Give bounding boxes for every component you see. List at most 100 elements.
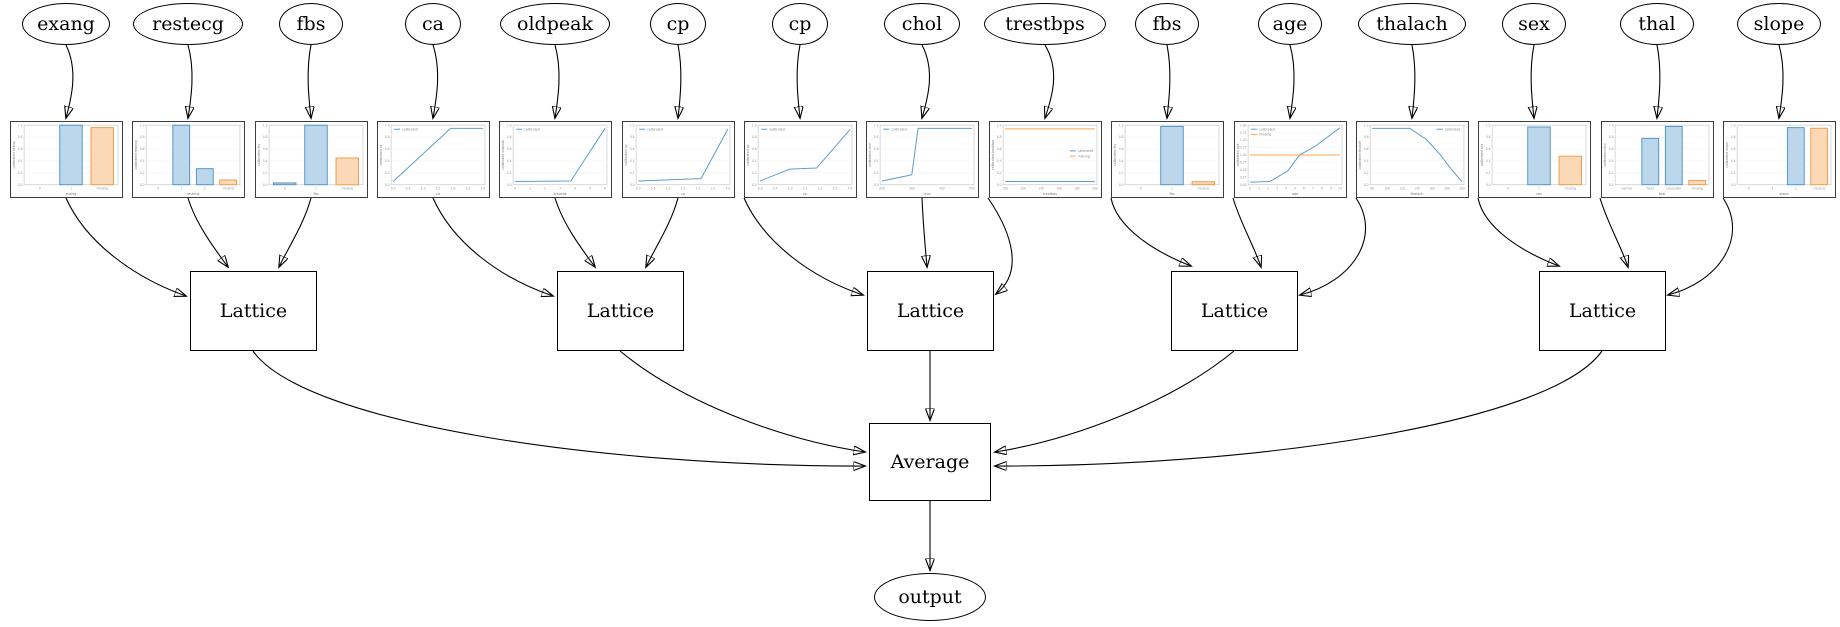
- svg-text:0.0: 0.0: [757, 186, 762, 190]
- svg-text:0.4: 0.4: [873, 159, 878, 163]
- edge-chart-6-to-lattice: [646, 197, 679, 267]
- bar-missing: [1558, 155, 1582, 186]
- lattice-label: Lattice: [1200, 300, 1269, 322]
- svg-text:2: 2: [1794, 186, 1796, 190]
- svg-text:0: 0: [1506, 186, 1508, 190]
- svg-text:1.25: 1.25: [1239, 146, 1246, 150]
- plot-area: [1002, 124, 1097, 186]
- svg-text:0.0: 0.0: [629, 183, 634, 187]
- edge-chart-5-to-lattice: [554, 197, 595, 267]
- edge-lattice-5-to-average: [995, 350, 1603, 466]
- svg-text:calibrated cp: calibrated cp: [624, 144, 628, 165]
- mini-chart-age: 2.001.751.501.251.000.750.500.250.00cali…: [1236, 123, 1342, 196]
- svg-text:0.0: 0.0: [390, 186, 395, 190]
- svg-text:0.8: 0.8: [384, 135, 389, 139]
- svg-text:1.5: 1.5: [802, 186, 807, 190]
- feature-label: restecg: [152, 13, 224, 35]
- feature-label: cp: [666, 13, 690, 35]
- plot-area: [757, 124, 852, 186]
- svg-text:2.0: 2.0: [695, 186, 700, 190]
- svg-text:0.8: 0.8: [139, 135, 144, 139]
- svg-text:0.25: 0.25: [1239, 175, 1246, 179]
- svg-text:10: 10: [1338, 186, 1342, 190]
- svg-text:missing: missing: [222, 186, 234, 190]
- svg-text:0.2: 0.2: [996, 171, 1001, 175]
- svg-text:0.6: 0.6: [1363, 147, 1368, 151]
- plot-area: [635, 124, 730, 186]
- svg-text:0: 0: [38, 186, 40, 190]
- svg-text:calibrated restecg: calibrated restecg: [134, 140, 138, 169]
- lattice-label: Lattice: [896, 300, 965, 322]
- output-node: output: [874, 573, 986, 621]
- svg-text:calibrated: calibrated: [524, 127, 540, 131]
- svg-text:fbs: fbs: [313, 192, 318, 196]
- svg-text:ca: ca: [436, 192, 440, 196]
- svg-text:0.8: 0.8: [629, 135, 634, 139]
- svg-text:0.4: 0.4: [1485, 159, 1490, 163]
- svg-text:0.0: 0.0: [1485, 183, 1490, 187]
- feature-node-sex: sex: [1502, 3, 1566, 45]
- svg-text:6: 6: [1303, 186, 1305, 190]
- edge-chart-3-to-lattice: [279, 197, 312, 267]
- feature-label: chol: [901, 13, 943, 35]
- feature-node-cp: cp: [772, 3, 828, 45]
- svg-text:0.4: 0.4: [629, 159, 634, 163]
- feature-node-fbs: fbs: [1135, 3, 1199, 45]
- svg-text:1.50: 1.50: [1239, 138, 1246, 142]
- svg-text:calibrated: calibrated: [891, 127, 907, 131]
- edge-chart-8-to-lattice: [922, 197, 927, 267]
- svg-text:5: 5: [589, 186, 591, 190]
- series-calibrated: [392, 127, 483, 182]
- edge-sex-to-chart: [1531, 44, 1534, 118]
- lattice-node-4: Lattice: [1171, 271, 1298, 351]
- series-calibrated: [637, 128, 728, 182]
- svg-text:missing: missing: [1564, 186, 1576, 190]
- plot-area: [512, 124, 607, 186]
- lattice-label: Lattice: [1568, 300, 1637, 322]
- svg-text:0.0: 0.0: [751, 183, 756, 187]
- svg-text:1.0: 1.0: [1485, 123, 1490, 127]
- svg-text:0.4: 0.4: [384, 159, 389, 163]
- svg-text:3: 3: [559, 186, 561, 190]
- edge-restecg-to-chart: [188, 44, 192, 118]
- svg-text:1: 1: [1538, 186, 1540, 190]
- svg-text:160: 160: [1429, 186, 1435, 190]
- svg-text:180: 180: [1074, 186, 1080, 190]
- svg-text:0.6: 0.6: [629, 147, 634, 151]
- feature-node-trestbps: trestbps: [984, 3, 1106, 45]
- svg-text:4: 4: [1285, 186, 1287, 190]
- svg-text:0.8: 0.8: [17, 135, 22, 139]
- svg-text:1.0: 1.0: [996, 123, 1001, 127]
- svg-text:0.8: 0.8: [1730, 135, 1735, 139]
- svg-text:0.2: 0.2: [262, 171, 267, 175]
- svg-text:missing: missing: [1813, 186, 1825, 190]
- svg-text:0.0: 0.0: [1363, 183, 1368, 187]
- svg-text:0.75: 0.75: [1239, 161, 1246, 165]
- bar-2: [195, 168, 214, 186]
- svg-text:0.2: 0.2: [1608, 171, 1613, 175]
- average-node: Average: [869, 423, 991, 501]
- svg-text:8: 8: [1321, 186, 1323, 190]
- svg-text:140: 140: [1038, 186, 1044, 190]
- feature-label: oldpeak: [517, 13, 593, 35]
- bar-2: [1786, 127, 1805, 186]
- svg-text:1.0: 1.0: [751, 123, 756, 127]
- svg-text:1.0: 1.0: [262, 123, 267, 127]
- svg-text:calibrated: calibrated: [1444, 127, 1460, 131]
- svg-text:5: 5: [1294, 186, 1296, 190]
- svg-text:0: 0: [156, 186, 158, 190]
- svg-text:0.50: 0.50: [1239, 168, 1246, 172]
- feature-node-age: age: [1258, 3, 1322, 45]
